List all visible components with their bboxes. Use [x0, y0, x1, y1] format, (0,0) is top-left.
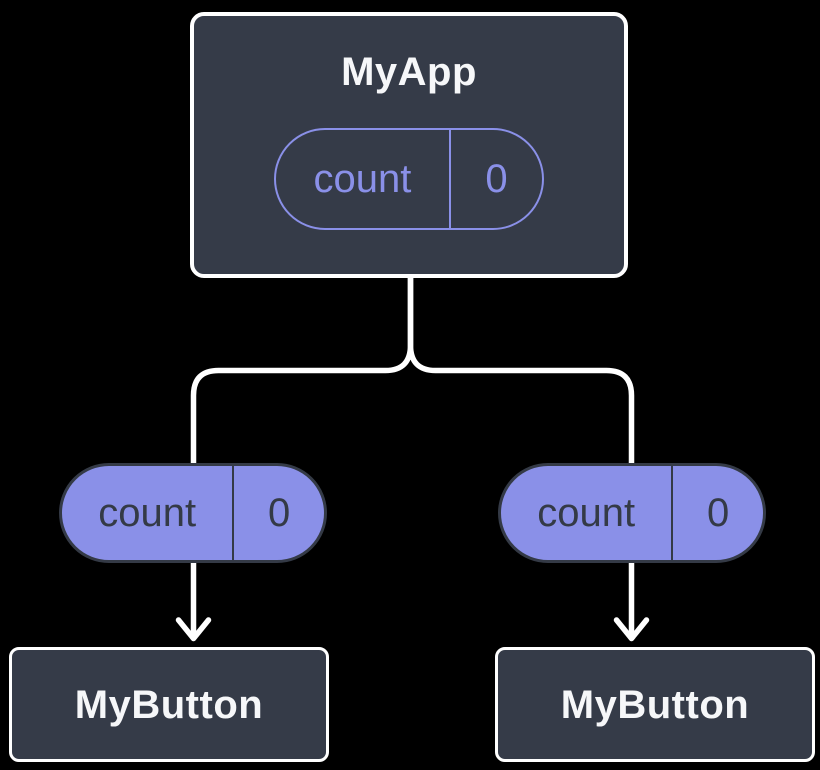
connector-left [190, 271, 414, 637]
child-node-mybutton-left: MyButton [9, 647, 329, 762]
prop-value: 0 [232, 466, 324, 560]
state-name: count [313, 156, 412, 201]
arrowhead-down-icon-right [613, 617, 650, 642]
state-value: 0 [448, 130, 542, 228]
prop-name: count [537, 490, 636, 535]
root-node-myapp: MyApp count 0 [190, 12, 628, 278]
prop-pill-right: count 0 [498, 463, 766, 563]
child-node-label: MyButton [560, 682, 750, 727]
root-state-pill: count 0 [274, 128, 544, 230]
prop-pill-left: count 0 [59, 463, 327, 563]
connector-right [407, 271, 635, 637]
prop-name: count [98, 490, 197, 535]
arrowhead-down-icon-left [175, 617, 212, 642]
prop-value: 0 [671, 466, 763, 560]
child-node-label: MyButton [74, 682, 264, 727]
child-node-mybutton-right: MyButton [495, 647, 815, 762]
root-node-label: MyApp [341, 50, 477, 94]
